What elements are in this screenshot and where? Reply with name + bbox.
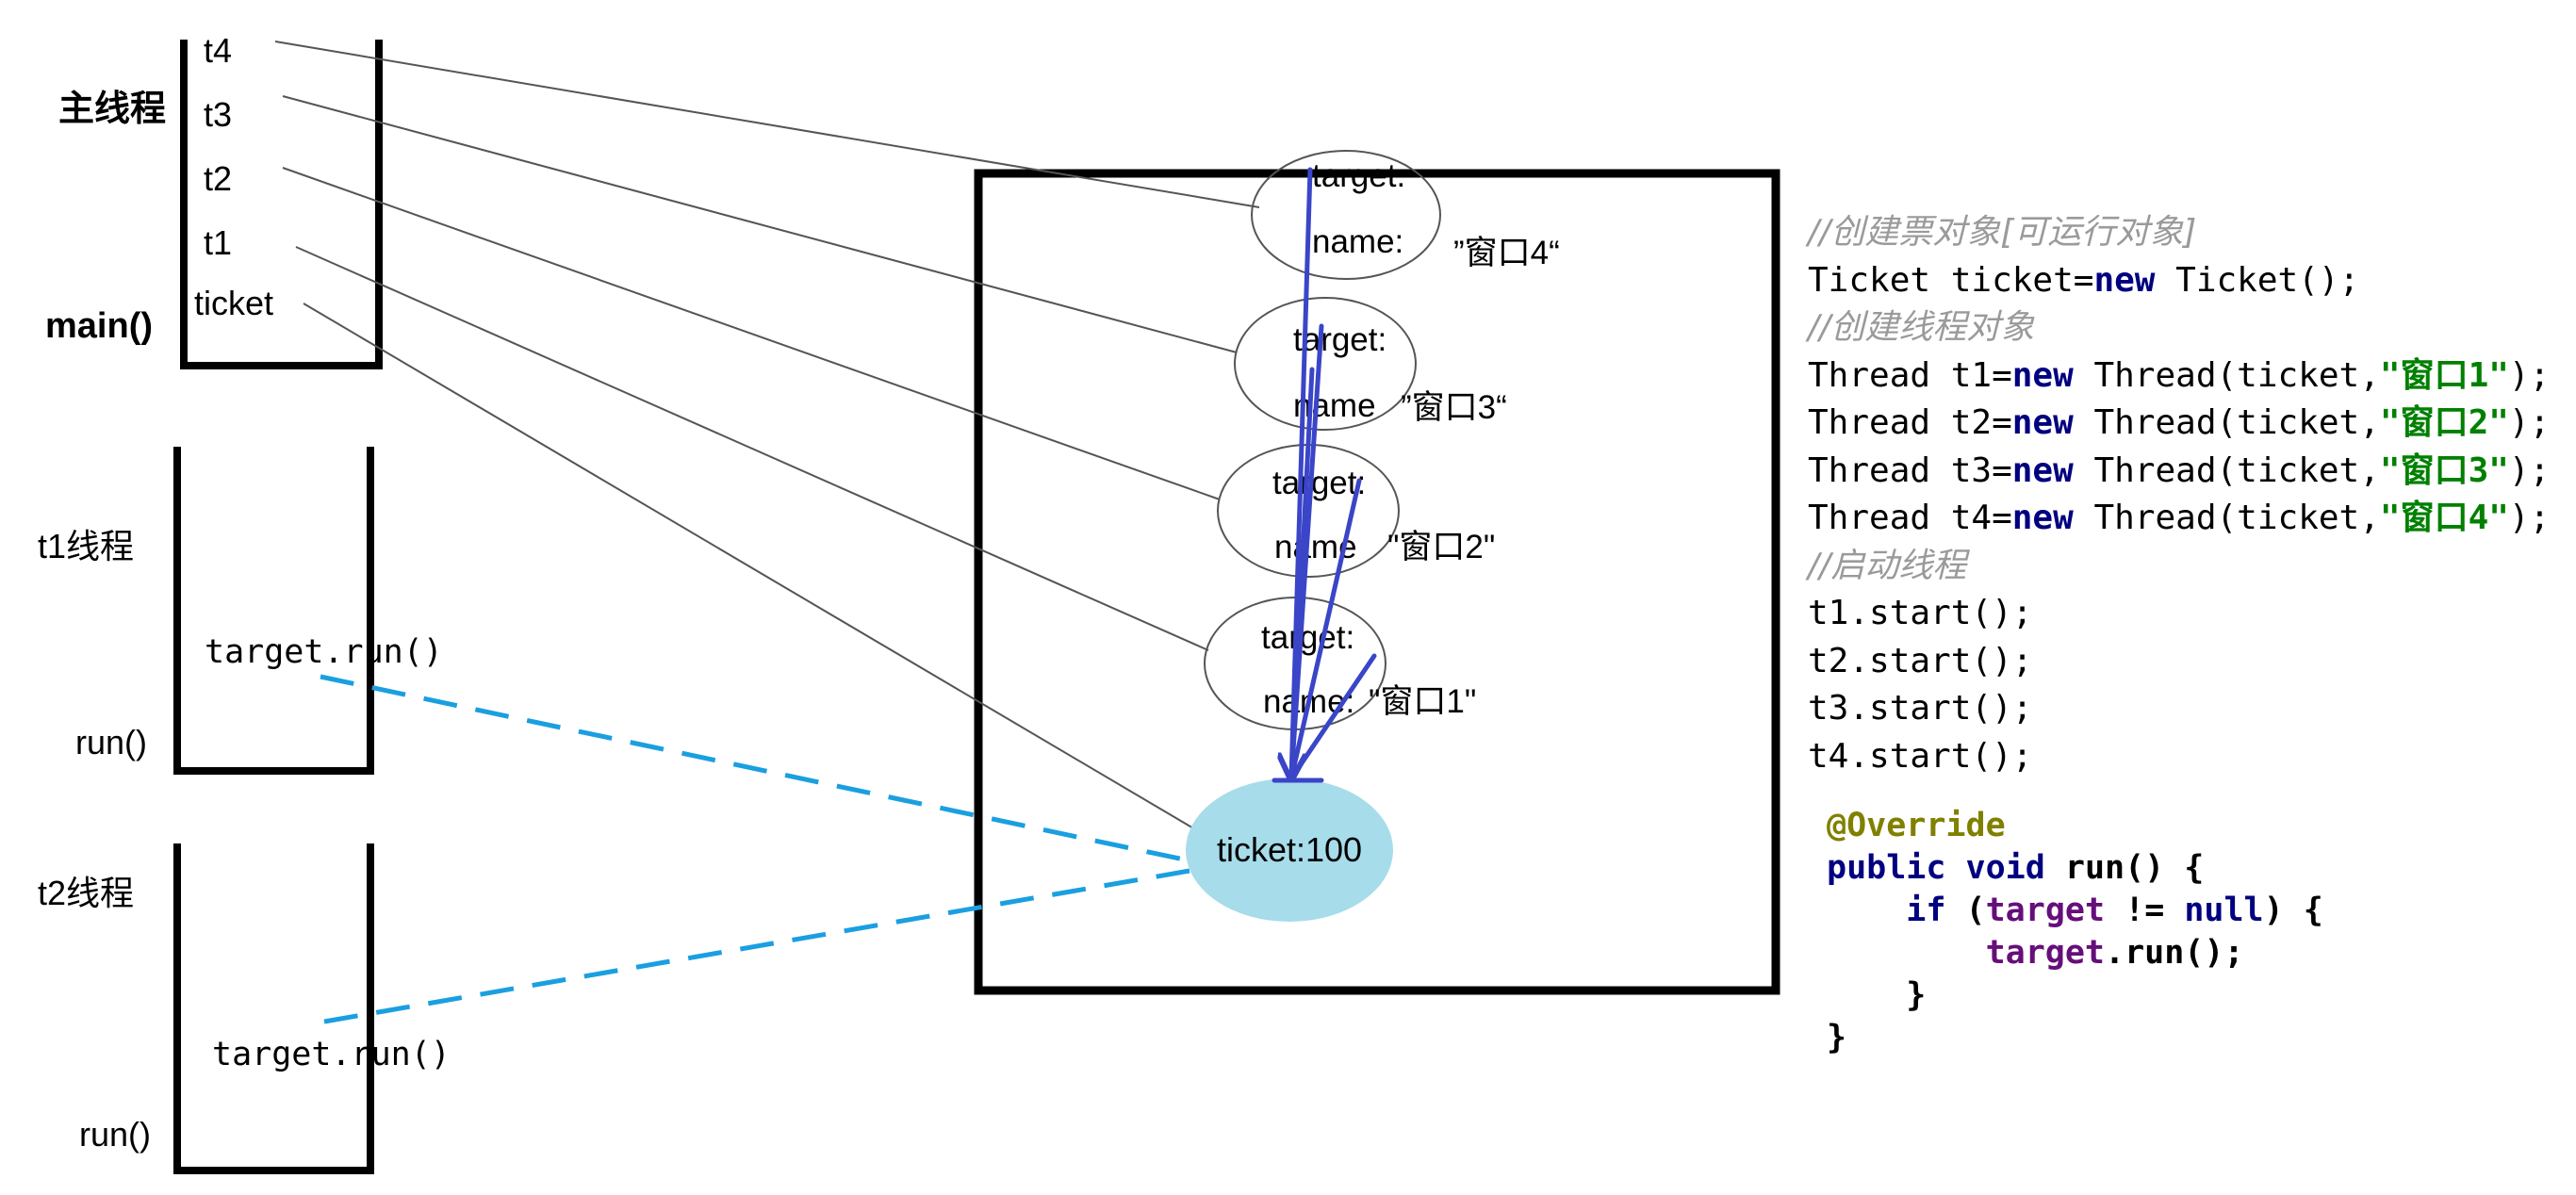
thread-object-3-ellipse (1234, 297, 1417, 431)
code-target-run-line: target.run(); (1985, 934, 2244, 972)
code-thread-line-2: Thread t2=new Thread(ticket,"窗口2"); (1808, 403, 2551, 442)
reference-lines (274, 41, 1260, 830)
t1-run-dashed-line (320, 674, 1185, 862)
thread-2-target-arrow (1288, 478, 1362, 781)
ticket-object: ticket:100 (1186, 778, 1393, 922)
var-ticket: ticket (194, 284, 273, 322)
code-comment-thread: //创建线程对象 (1808, 308, 2035, 347)
t2-thread-stack: t2线程 target.run() run() (38, 843, 451, 1174)
t2-run-dashed-line (323, 868, 1190, 1024)
t2-call-label: target.run() (212, 1036, 451, 1073)
thread-object-3-name-label: name (1293, 387, 1376, 424)
code-start-1: t1.start(); (1808, 594, 2033, 632)
code-start-2: t2.start(); (1808, 641, 2033, 680)
t1-thread-title: t1线程 (38, 527, 134, 565)
var-t2: t2 (204, 159, 232, 198)
var-t4: t4 (204, 31, 232, 70)
main-method-label: main() (45, 306, 153, 346)
ticket-reference-line (303, 303, 1196, 830)
thread-object-2-target: target: (1272, 465, 1366, 501)
code-ticket-line: Ticket ticket=new Ticket(); (1808, 260, 2360, 300)
thread-object-1-target: target: (1261, 619, 1354, 656)
t1-thread-stack: t1线程 target.run() run() (38, 447, 443, 775)
thread-1-target-arrow (1288, 653, 1377, 781)
target-arrows (1272, 167, 1377, 783)
thread-3b-target-arrow (1288, 323, 1324, 781)
t4-reference-line (274, 41, 1260, 208)
thread-object-4-ellipse (1251, 150, 1441, 280)
var-t1: t1 (204, 223, 232, 262)
t1-reference-line (295, 246, 1209, 651)
t1-method-label: run() (75, 723, 147, 761)
code-run-signature: public void run() { (1827, 849, 2205, 887)
main-thread-stack: 主线程 main() t4 t3 t2 t1 ticket (45, 31, 383, 369)
thread-object-3-target: target: (1293, 321, 1386, 358)
run-dashed-lines (320, 674, 1190, 1024)
ticket-object-ellipse (1186, 778, 1393, 922)
code-comment-start: //启动线程 (1808, 546, 1967, 585)
code-thread-line-4: Thread t4=new Thread(ticket,"窗口4"); (1808, 499, 2551, 537)
thread-creation-code: //创建票对象[可运行对象] Ticket ticket=new Ticket(… (1808, 209, 2550, 780)
thread-object-2-name-value: "窗口2" (1387, 529, 1495, 565)
code-thread-line-1: Thread t1=new Thread(ticket,"窗口1"); (1808, 355, 2551, 395)
code-override-annotation: @Override (1827, 807, 2006, 844)
override-run-code: @Override public void run() { if (target… (1827, 805, 2323, 1059)
t3-reference-line (282, 95, 1238, 353)
t2-method-label: run() (79, 1115, 151, 1154)
code-close-if: } (1906, 976, 1927, 1014)
thread-object-3-name-value: ”窗口3“ (1401, 389, 1507, 426)
thread-object-1: target: name: "窗口1" (1204, 597, 1476, 730)
thread-object-4-name-label: name: (1312, 223, 1403, 260)
t2-reference-line (282, 167, 1221, 500)
ticket-object-label: ticket:100 (1217, 830, 1362, 869)
t2-thread-title: t2线程 (38, 874, 134, 912)
thread-object-2: target: name "窗口2" (1217, 444, 1495, 578)
code-close-run: } (1827, 1019, 1847, 1056)
heap-box (974, 169, 1780, 995)
thread-object-3: target: name ”窗口3“ (1234, 297, 1507, 431)
t2-stack-frame (173, 843, 374, 1174)
code-comment-ticket: //创建票对象[可运行对象] (1808, 213, 2197, 252)
thread-object-4: target: name: ”窗口4“ (1251, 150, 1560, 280)
code-if-line: if (target != null) { (1906, 892, 2323, 929)
code-start-3: t3.start(); (1808, 689, 2033, 728)
thread-object-4-name-value: ”窗口4“ (1453, 235, 1560, 271)
code-start-4: t4.start(); (1808, 736, 2033, 776)
t1-call-label: target.run() (205, 633, 443, 671)
var-t3: t3 (204, 95, 232, 134)
t1-stack-frame (173, 447, 374, 775)
main-thread-title: 主线程 (58, 90, 166, 129)
code-thread-line-3: Thread t3=new Thread(ticket,"窗口3"); (1808, 450, 2551, 490)
thread-object-4-target: target: (1312, 157, 1405, 194)
thread-object-1-name-value: "窗口1" (1369, 683, 1476, 720)
